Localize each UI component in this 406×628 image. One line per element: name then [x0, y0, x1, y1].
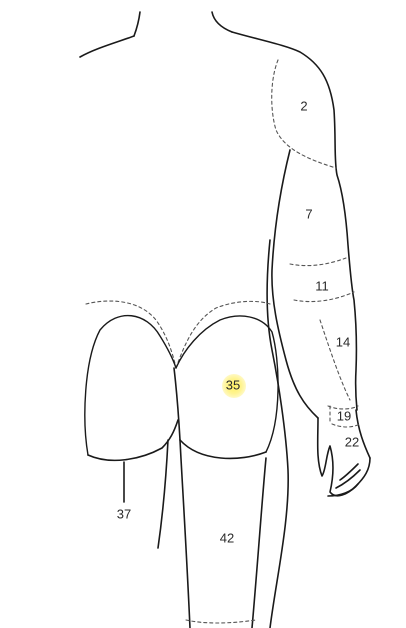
- finger-line-2: [339, 463, 359, 481]
- leg-bottom-boundary: [185, 619, 257, 624]
- left-buttock-outline: [84, 314, 177, 456]
- shoulder-cap-boundary: [271, 59, 337, 169]
- region-label-7[interactable]: 7: [305, 206, 313, 222]
- forearm-inner-boundary: [319, 319, 351, 401]
- right-gluteal-fold: [179, 439, 267, 460]
- wrist-lower-boundary: [331, 423, 361, 428]
- left-leg-inner: [157, 439, 169, 549]
- right-shoulder-line: [231, 31, 358, 411]
- region-label-19[interactable]: 19: [336, 408, 352, 424]
- left-buttock-top-boundary: [85, 300, 177, 369]
- region-label-22[interactable]: 22: [344, 434, 360, 450]
- finger-line-1: [335, 469, 361, 489]
- region-label-11[interactable]: 11: [315, 278, 329, 294]
- region-label-35[interactable]: 35: [225, 377, 241, 393]
- neck-left-line: [133, 11, 141, 37]
- region-label-37[interactable]: 37: [116, 506, 132, 522]
- torso-right-line: [266, 239, 289, 628]
- inner-arm-line: [271, 149, 319, 419]
- region-label-42[interactable]: 42: [219, 530, 235, 546]
- forearm-outer: [355, 409, 371, 459]
- left-gluteal-fold: [87, 419, 179, 462]
- left-shoulder-line: [79, 35, 135, 58]
- gluteal-cleft: [173, 367, 181, 441]
- wrist-upper-boundary: [327, 405, 359, 410]
- highlight-marker: [222, 374, 246, 398]
- upper-arm-lower-boundary: [289, 257, 347, 267]
- thumb-line: [327, 483, 359, 497]
- right-buttock-outline: [175, 315, 279, 453]
- region-label-14[interactable]: 14: [335, 334, 351, 350]
- elbow-boundary: [293, 291, 355, 303]
- right-buttock-top-boundary: [175, 300, 271, 369]
- right-leg-inner: [179, 439, 191, 628]
- neck-right-line: [211, 11, 233, 33]
- right-leg-outer: [251, 457, 267, 628]
- region-label-2[interactable]: 2: [300, 98, 308, 114]
